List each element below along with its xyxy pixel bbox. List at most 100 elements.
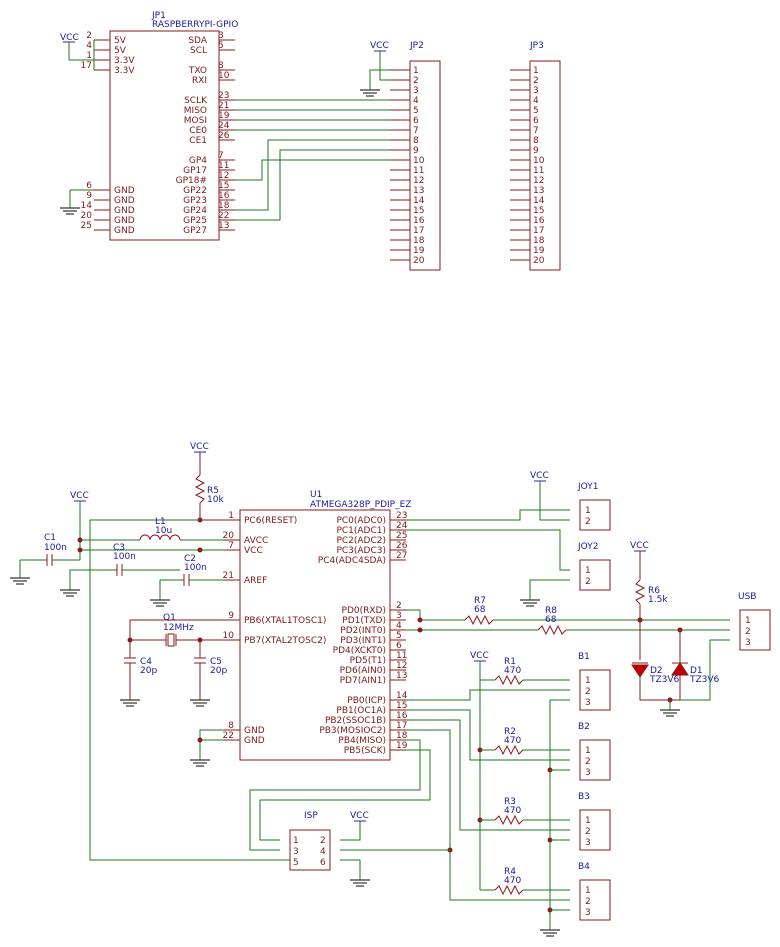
- svg-text:68: 68: [545, 615, 557, 625]
- u1-pin-num: 9: [228, 611, 234, 621]
- svg-text:3: 3: [745, 638, 751, 648]
- u1-pin-name: GND: [244, 726, 265, 736]
- jp1-pin-num: 16: [218, 191, 230, 201]
- jp1-ref: JP1: [151, 11, 166, 21]
- jp1-pin-num: 1: [86, 51, 92, 61]
- u1-pin-num: 21: [223, 571, 234, 581]
- u1-value: ATMEGA328P_PDIP_EZ: [310, 500, 411, 510]
- svg-text:C2: C2: [184, 554, 196, 564]
- jp1-pin-name: GP23: [183, 196, 207, 206]
- u1-pin-name: PD3(INT1): [340, 636, 386, 646]
- isp-connector: ISP 1 3 5 2 4 6 VCC: [249, 739, 450, 887]
- u1-pin-name: PD0(RXD): [342, 606, 386, 616]
- u1-pin-num: 20: [223, 531, 235, 541]
- u1-pin-name: VCC: [244, 546, 263, 556]
- jp1-pin-name: MISO: [184, 106, 207, 116]
- svg-text:3: 3: [585, 838, 591, 848]
- jp2-pin-num: 11: [413, 166, 424, 176]
- jp3-pin-num: 16: [533, 216, 545, 226]
- jp1-pin-num: 9: [86, 191, 92, 201]
- svg-text:JOY1: JOY1: [577, 482, 598, 492]
- u1-pin-name: AREF: [244, 576, 267, 586]
- svg-text:2: 2: [585, 517, 591, 527]
- jp3-pin-num: 12: [533, 176, 544, 186]
- jp2-pin-num: 12: [413, 176, 424, 186]
- jp1-pin-num: 11: [218, 161, 229, 171]
- r5-resistor: VCC R5 10k: [190, 442, 224, 523]
- jp1-pin-num: 7: [218, 151, 224, 161]
- svg-text:1: 1: [293, 836, 299, 846]
- jp1-pin-num: 17: [81, 61, 92, 71]
- u1-pin-name: PB0(ICP): [347, 696, 386, 706]
- svg-text:B2: B2: [578, 722, 590, 732]
- jp2-pin-num: 7: [413, 126, 419, 136]
- u1-pin-name: PB3(MOSIOC2): [319, 726, 386, 736]
- vcc-symbol-jp1: VCC: [60, 33, 95, 70]
- u1-pin-num: 13: [396, 671, 407, 681]
- jp1-pin-num: 8: [218, 61, 224, 71]
- jp3-pin-num: 4: [533, 96, 539, 106]
- jp2-pin-num: 6: [413, 116, 419, 126]
- jp3-pin-num: 3: [533, 86, 539, 96]
- svg-text:B1: B1: [578, 652, 590, 662]
- u1-pin-name: GND: [244, 736, 265, 746]
- svg-text:TZ3V6: TZ3V6: [689, 675, 720, 685]
- svg-text:1: 1: [745, 616, 751, 626]
- jp1-pin-num: 25: [81, 221, 92, 231]
- svg-text:VCC: VCC: [530, 471, 549, 481]
- u1-pin-name: PC2(ADC2): [336, 536, 386, 546]
- jp1-pin-name: GND: [114, 186, 135, 196]
- svg-text:470: 470: [504, 736, 521, 746]
- jp1-pin-name: GND: [114, 216, 135, 226]
- svg-text:VCC: VCC: [350, 811, 369, 821]
- svg-text:470: 470: [504, 876, 521, 886]
- jp2-pin-num: 2: [413, 76, 419, 86]
- jp1-pin-name: SDA: [188, 36, 207, 46]
- jp1-pin-name: SCLK: [184, 96, 208, 106]
- svg-text:VCC: VCC: [190, 442, 209, 452]
- jp1-pin-name: GND: [114, 196, 135, 206]
- c1-capacitor: C1 100n: [10, 533, 80, 585]
- b4-button: B4 1 2 3 R4 470: [406, 729, 611, 921]
- svg-text:1.5k: 1.5k: [648, 595, 668, 605]
- svg-text:R7: R7: [474, 596, 486, 606]
- jp2-pin-num: 9: [413, 146, 419, 156]
- svg-text:3: 3: [293, 847, 299, 857]
- u1-pin-num: 1: [228, 511, 234, 521]
- jp1-pin-num: 13: [218, 221, 229, 231]
- svg-text:L1: L1: [155, 517, 166, 527]
- usb-connector: USB 1 2 3: [738, 592, 771, 651]
- jp3-pin-num: 5: [533, 106, 539, 116]
- jp2-pin-num: 15: [413, 206, 424, 216]
- svg-text:R3: R3: [504, 797, 516, 807]
- l1-inductor: L1 10u: [77, 517, 224, 543]
- gpio-wires: [235, 99, 390, 221]
- svg-text:470: 470: [504, 666, 521, 676]
- jp1-pin-name: GP17: [183, 166, 207, 176]
- svg-text:VCC: VCC: [60, 33, 79, 43]
- jp2-pin-num: 16: [413, 216, 425, 226]
- svg-text:R2: R2: [504, 727, 516, 737]
- u1-pin-num: 16: [396, 711, 408, 721]
- u1-pin-num: 23: [396, 511, 407, 521]
- svg-text:VCC: VCC: [70, 491, 89, 501]
- u1-ref: U1: [310, 490, 322, 500]
- svg-text:6: 6: [320, 858, 326, 868]
- svg-text:C1: C1: [44, 533, 56, 543]
- svg-text:12MHz: 12MHz: [163, 623, 194, 633]
- jp3-pin-num: 20: [533, 256, 545, 266]
- jp2-pin-num: 3: [413, 86, 419, 96]
- u1-pin-name: PD2(INT0): [340, 626, 386, 636]
- jp1-pin-num: 26: [218, 131, 230, 141]
- svg-text:2: 2: [585, 757, 591, 767]
- button-vcc: VCC: [470, 651, 489, 890]
- u1-pin-name: AVCC: [244, 536, 268, 546]
- jp1-pin-num: 10: [218, 71, 230, 81]
- u1-pin-num: 2: [396, 601, 402, 611]
- jp2-pin-num: 13: [413, 186, 424, 196]
- jp3-pin-num: 6: [533, 116, 539, 126]
